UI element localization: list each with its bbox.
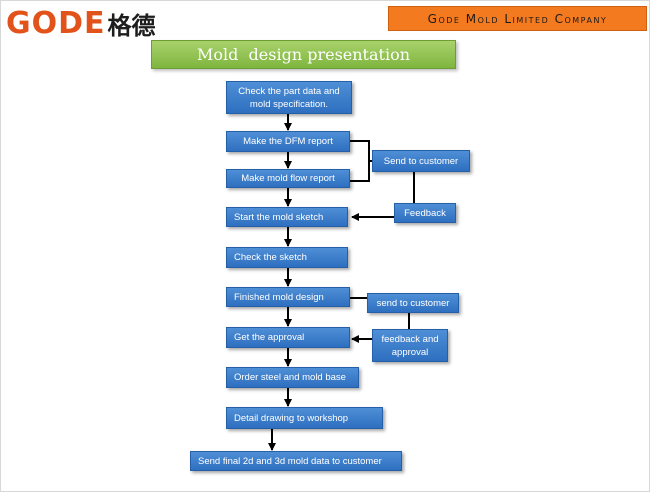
step-order-steel: Order steel and mold base [226, 367, 359, 388]
side-send-to-customer-2: send to customer [367, 293, 459, 313]
logo-chinese-text: 格德 [107, 11, 156, 40]
step-get-approval: Get the approval [226, 327, 350, 348]
step-mold-flow-report: Make mold flow report [226, 169, 350, 188]
bracket-reports [350, 140, 370, 182]
step-send-final-data: Send final 2d and 3d mold data to custom… [190, 451, 402, 471]
logo-text: GODE [6, 5, 106, 41]
step-finished-mold-design: Finished mold design [226, 287, 350, 307]
step-check-part-data: Check the part data and mold specificati… [226, 81, 352, 114]
gode-logo: GODE 格德 [6, 5, 156, 41]
side-feedback-and-approval: feedback and approval [372, 329, 448, 362]
side-send-to-customer: Send to customer [372, 150, 470, 172]
company-banner: Gode Mold Limited Company [388, 6, 647, 31]
step-detail-drawing: Detail drawing to workshop [226, 407, 383, 429]
step-mold-sketch: Start the mold sketch [226, 207, 348, 227]
slide-title: Mold design presentation [151, 40, 456, 69]
step-dfm-report: Make the DFM report [226, 131, 350, 152]
step-check-sketch: Check the sketch [226, 247, 348, 268]
side-feedback: Feedback [394, 203, 456, 223]
